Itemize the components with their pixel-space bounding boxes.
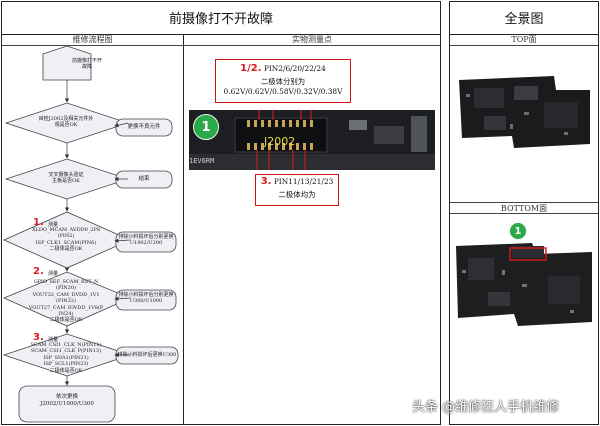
page-title: 前摄像打不开故障 xyxy=(1,1,441,35)
start-node-shape xyxy=(42,46,92,81)
step-2-number: 2. xyxy=(33,266,44,277)
annotation-box-2 xyxy=(255,174,339,206)
decision-5: SCAM_CSI1_CLK_N(PIN11)SCAM_CSI1_CLK_P(PI… xyxy=(30,342,102,374)
decision-2: 交叉摄像头验证主板是否OK xyxy=(48,172,84,185)
decision-3: XLDO_MCAM_AVDD0_2P8(PIN2)ISP_CLK1_SCAM(P… xyxy=(31,227,101,253)
step-3-number: 3. xyxy=(33,332,44,343)
step-1-label: 测量 xyxy=(48,222,59,228)
watermark: 头条 @维修狂人手机维修 xyxy=(412,400,560,415)
action-1: 更换不良元件 xyxy=(127,124,161,131)
action-5: 排除小料损坏后更换U300 xyxy=(117,352,177,359)
flow-subheader: 维修流程图 xyxy=(1,34,184,46)
end-shape xyxy=(18,385,116,423)
bottom-subheader: BOTTOM面 xyxy=(449,202,599,214)
annotation-1-pins: PIN2/6/20/22/24 xyxy=(263,64,326,73)
annotation-1: 1/2. PIN2/6/20/22/24 二极体分别为 0.62V/0.62V/… xyxy=(215,62,351,98)
marker-circle-1: 1 xyxy=(193,114,219,140)
start-node: 前摄像打不开故障 xyxy=(71,58,102,71)
annotation-1-number: 1/2. xyxy=(240,63,262,74)
pcb-silkscreen: 1EV6RM xyxy=(189,157,215,165)
board-top-image xyxy=(459,76,590,148)
annotation-2: 3. PIN11/13/21/23 二极体均为 xyxy=(255,175,339,200)
decision-1: 目检J2002及相关元件外观是否OK xyxy=(38,116,94,129)
annotation-2-pins: PIN11/13/21/23 xyxy=(273,177,334,186)
board-bottom-image xyxy=(456,243,592,326)
top-subheader: TOP面 xyxy=(449,34,599,46)
marker-circle-2: 1 xyxy=(509,222,527,240)
step-1-number: 1. xyxy=(33,217,44,228)
annotation-1-line2: 二极体分别为 xyxy=(260,76,306,86)
annotation-1-line3: 0.62V/0.62V/0.58V/0.32V/0.38V xyxy=(223,87,343,97)
step-3-label: 测量 xyxy=(48,337,59,343)
annotation-box-1 xyxy=(215,59,351,103)
annotation-2-line2: 二极体均为 xyxy=(278,189,316,199)
flowchart-graphics xyxy=(2,46,179,423)
decision-4: GPIO_SEF_SCAM_RST_N(PIN20)VOUT32_CAM_DVD… xyxy=(28,279,104,324)
connector-photo xyxy=(189,110,435,170)
overview-title: 全景图 xyxy=(449,1,599,35)
action-2: 结束 xyxy=(138,176,150,183)
action-1-shape xyxy=(115,118,173,137)
connector-label: J2002 xyxy=(264,135,296,148)
annotation-2-number: 3. xyxy=(260,176,272,187)
step-2-label: 测量 xyxy=(48,271,59,277)
measure-subheader: 实物测量点 xyxy=(183,34,441,46)
